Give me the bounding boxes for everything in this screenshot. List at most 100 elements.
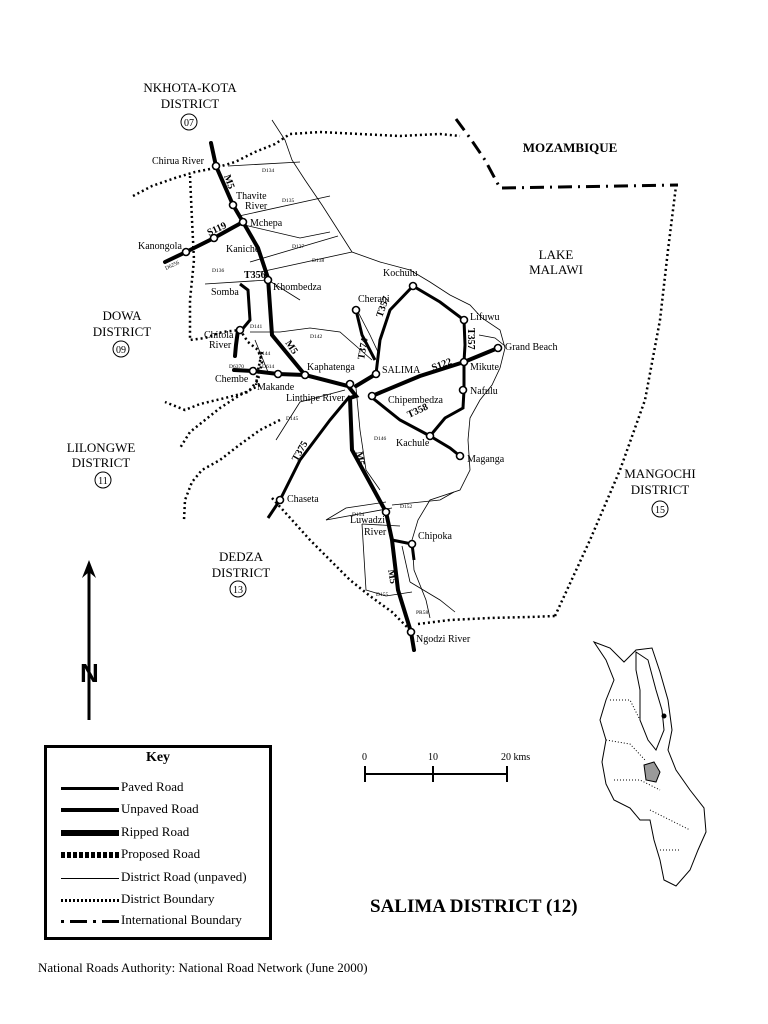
road-label: D138 [312,258,324,264]
district-word: DISTRICT [72,455,131,470]
legend-label: District Boundary [121,891,215,906]
north-arrow: N [80,560,99,720]
district-boundary-southwest [271,497,411,631]
road-to-cherani [354,309,377,361]
district-boundary-dedza [182,418,281,521]
district-roads [204,161,456,613]
district-name: LILONGWE [67,440,136,455]
place-label: Kaphatenga [307,362,355,373]
legend-item-district-road: District Road (unpaved) [61,868,271,888]
road-label: D142 [310,334,322,340]
place-label: Chipoka [418,531,452,542]
map-title: SALIMA DISTRICT (12) [370,896,578,917]
district-boundary-swatch [61,899,119,902]
road-label: D154 [352,512,364,518]
place-label: Chipembedza [388,395,444,406]
road-label: D141 [250,324,262,330]
road-chitola [233,328,240,358]
place-label: Maganga [467,454,505,465]
place-label: Makande [257,382,295,393]
legend-item-ripped: Ripped Road [61,823,271,843]
legend-label: Unpaved Road [121,801,199,816]
road-label: T356 [244,270,266,281]
road-label: D145 [286,416,298,422]
road-label: M5 [353,451,366,467]
lakeshore [271,119,506,619]
place-label: Kanongola [138,241,182,252]
legend-label: District Road (unpaved) [121,869,247,884]
proposed-road-swatch [61,852,119,858]
place-label: River [364,527,387,538]
paved-road-swatch [61,787,119,790]
road-label: D614 [262,364,274,370]
district-name: DOWA [103,308,143,323]
place-label: Chitola [204,330,234,341]
place-label: Chaseta [287,494,319,505]
district-road-swatch [61,878,119,879]
place-label: Lifuwu [470,312,499,323]
place-label: Mchepa [250,218,283,229]
district-name: NKHOTA-KOTA [143,80,237,95]
district-word: DISTRICT [212,565,271,580]
scale-tick: 0 [362,752,367,763]
road-label: D144 [258,351,270,357]
legend-label: Proposed Road [121,846,201,861]
legend-item-district-boundary: District Boundary [61,890,271,910]
north-label: N [80,658,99,688]
district-code: 13 [233,585,243,596]
road-label: T374 [356,337,371,360]
international-boundary [454,118,679,190]
road-label: D135 [282,198,294,204]
road-label: D155 [376,592,388,598]
place-label: Linthipe River [286,393,345,404]
place-label: Mikute [470,362,499,373]
ripped-road-swatch [61,830,119,836]
place-label: Kochulu [383,268,417,279]
district-word: DISTRICT [161,96,220,111]
road-label: D6370 [229,364,244,370]
place-label: SALIMA [382,365,421,376]
district-labels: NKHOTA-KOTA DISTRICT 07 DOWA DISTRICT 09… [67,80,696,598]
district-boundary-lilongwe [178,383,261,449]
place-label: Khombedza [273,282,322,293]
district-code: 15 [655,505,665,516]
road-somba [238,282,252,333]
road-label: T357 [465,328,476,350]
place-label: Chirua River [152,156,205,167]
place-label: Luwadzi [350,515,385,526]
legend-item-international-boundary: International Boundary [61,911,271,931]
place-label: Ngodzi River [416,634,471,645]
map-source: National Roads Authority: National Road … [38,960,368,975]
road-s122 [370,346,500,398]
scale-tick: 10 [428,752,438,763]
proposed-roads [254,351,264,386]
district-code: 11 [98,476,108,487]
lake-label: LAKE [539,247,574,262]
international-boundary-swatch [61,920,119,923]
district-code: 07 [184,118,194,129]
place-label: Somba [211,287,239,298]
unpaved-roads [238,282,467,561]
lake-label: MALAWI [529,262,583,277]
legend-label: Paved Road [121,779,184,794]
road-label: S122 [430,356,453,373]
district-name: MANGOCHI [624,466,696,481]
district-boundary-west [164,175,264,412]
mozambique-label: MOZAMBIQUE [523,140,618,155]
unpaved-road-swatch [61,808,119,812]
place-label: Thavite [236,191,267,202]
road-label: M5 [221,173,236,190]
legend-item-proposed: Proposed Road [61,845,271,865]
lake-boundary-east [553,185,678,617]
legend-title: Key [145,750,171,765]
boundaries [132,118,679,631]
place-label: River [209,340,232,351]
legend-item-paved: Paved Road [61,778,271,798]
district-boundary-north [132,130,461,198]
road-label: D6256 [164,260,180,272]
road-label: D146 [374,436,386,442]
inset-locator-map [592,640,707,887]
place-label: Kaniche [226,244,260,255]
town-markers [181,161,503,637]
road-label: D137 [292,244,304,250]
